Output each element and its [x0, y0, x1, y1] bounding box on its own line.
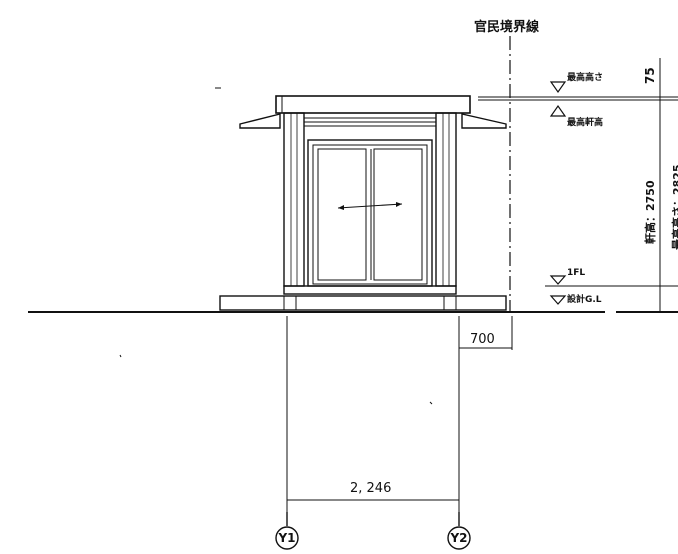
- span-dimension: 2, 246: [350, 481, 391, 496]
- door-leaf-left: [317, 148, 367, 281]
- max-height-label: 最高高さ: [567, 71, 603, 83]
- grid-label-y1: Y1: [277, 531, 295, 545]
- right-eave: [461, 113, 507, 129]
- max-height-dimension: 最高高さ：2825: [670, 164, 678, 250]
- grid-bubble-y2: [447, 526, 471, 550]
- foundation-slab: [219, 295, 507, 311]
- max-height-marker: [549, 81, 567, 94]
- roof-fascia: [275, 95, 471, 114]
- design-gl-marker: [549, 295, 567, 305]
- boundary-line-label: 官民境界線: [474, 19, 540, 35]
- eaves-height-dimension: 軒高：2750: [643, 180, 657, 244]
- door-leaf-right: [373, 148, 423, 281]
- left-eave: [239, 113, 281, 129]
- top-offset-dimension: 75: [643, 67, 657, 84]
- setback-dimension: 700: [470, 332, 495, 347]
- left-column: [283, 112, 305, 287]
- door-frame: [307, 139, 433, 287]
- grid-label-y2: Y2: [449, 531, 467, 545]
- design-gl-label: 設計G.L: [567, 293, 602, 305]
- max-eaves-height-label: 最高軒高: [567, 116, 603, 128]
- sliding-arrow: [337, 203, 403, 209]
- max-eaves-marker: [549, 104, 567, 117]
- right-column: [435, 112, 457, 287]
- base-threshold: [283, 285, 457, 295]
- first-floor-marker: [549, 275, 567, 285]
- grid-bubble-y1: [275, 526, 299, 550]
- first-floor-label: 1FL: [567, 268, 585, 278]
